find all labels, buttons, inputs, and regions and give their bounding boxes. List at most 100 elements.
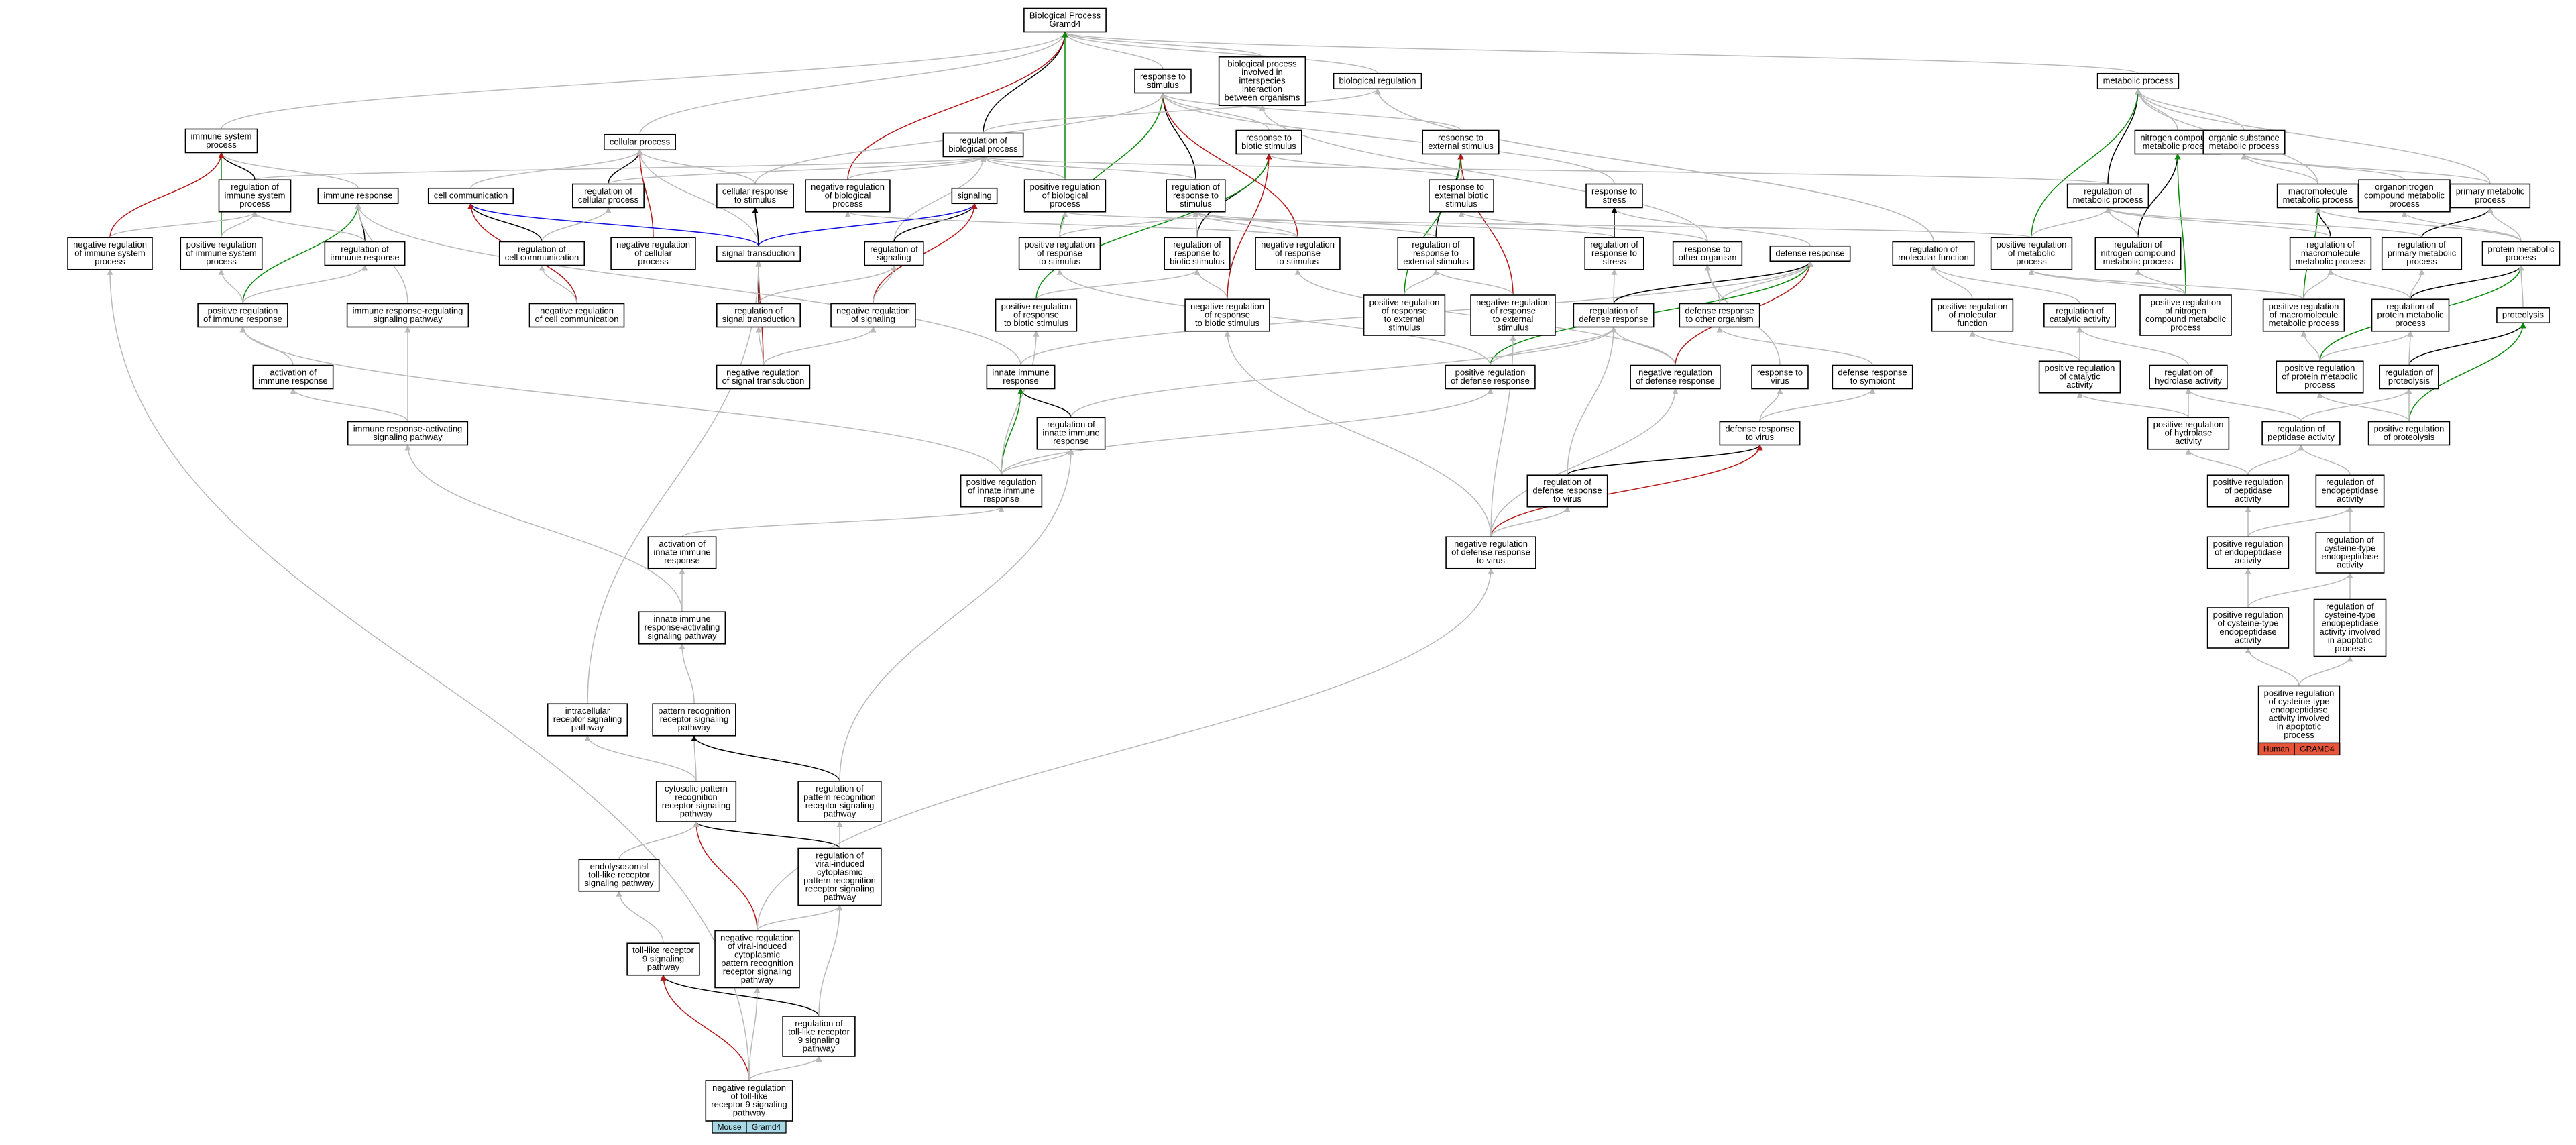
go-term-metab[interactable]: metabolic process	[2096, 72, 2180, 90]
go-term-defense-resp[interactable]: defense response	[1769, 245, 1851, 262]
go-term-reg-cys-endopep[interactable]: regulation ofcysteine-typeendopeptidasea…	[2315, 532, 2385, 574]
go-term-innate-act-sig[interactable]: innate immuneresponse-activatingsignalin…	[638, 611, 726, 645]
go-term-signaling[interactable]: signaling	[951, 187, 998, 205]
go-term-reg-viral-cyto-prr[interactable]: regulation ofviral-inducedcytoplasmicpat…	[797, 847, 882, 906]
go-term-cellular-proc[interactable]: cellular process	[604, 133, 676, 151]
go-term-immune-resp[interactable]: immune response	[317, 187, 399, 205]
go-term-proteolysis[interactable]: proteolysis	[2496, 307, 2550, 324]
go-term-signal-trans[interactable]: signal transduction	[716, 245, 801, 262]
go-term-bio-reg[interactable]: biological regulation	[1333, 72, 1422, 90]
go-term-reg-cys-apoptotic[interactable]: regulation ofcysteine-typeendopeptidasea…	[2313, 598, 2387, 657]
go-term-cell-comm[interactable]: cell communication	[427, 187, 514, 205]
